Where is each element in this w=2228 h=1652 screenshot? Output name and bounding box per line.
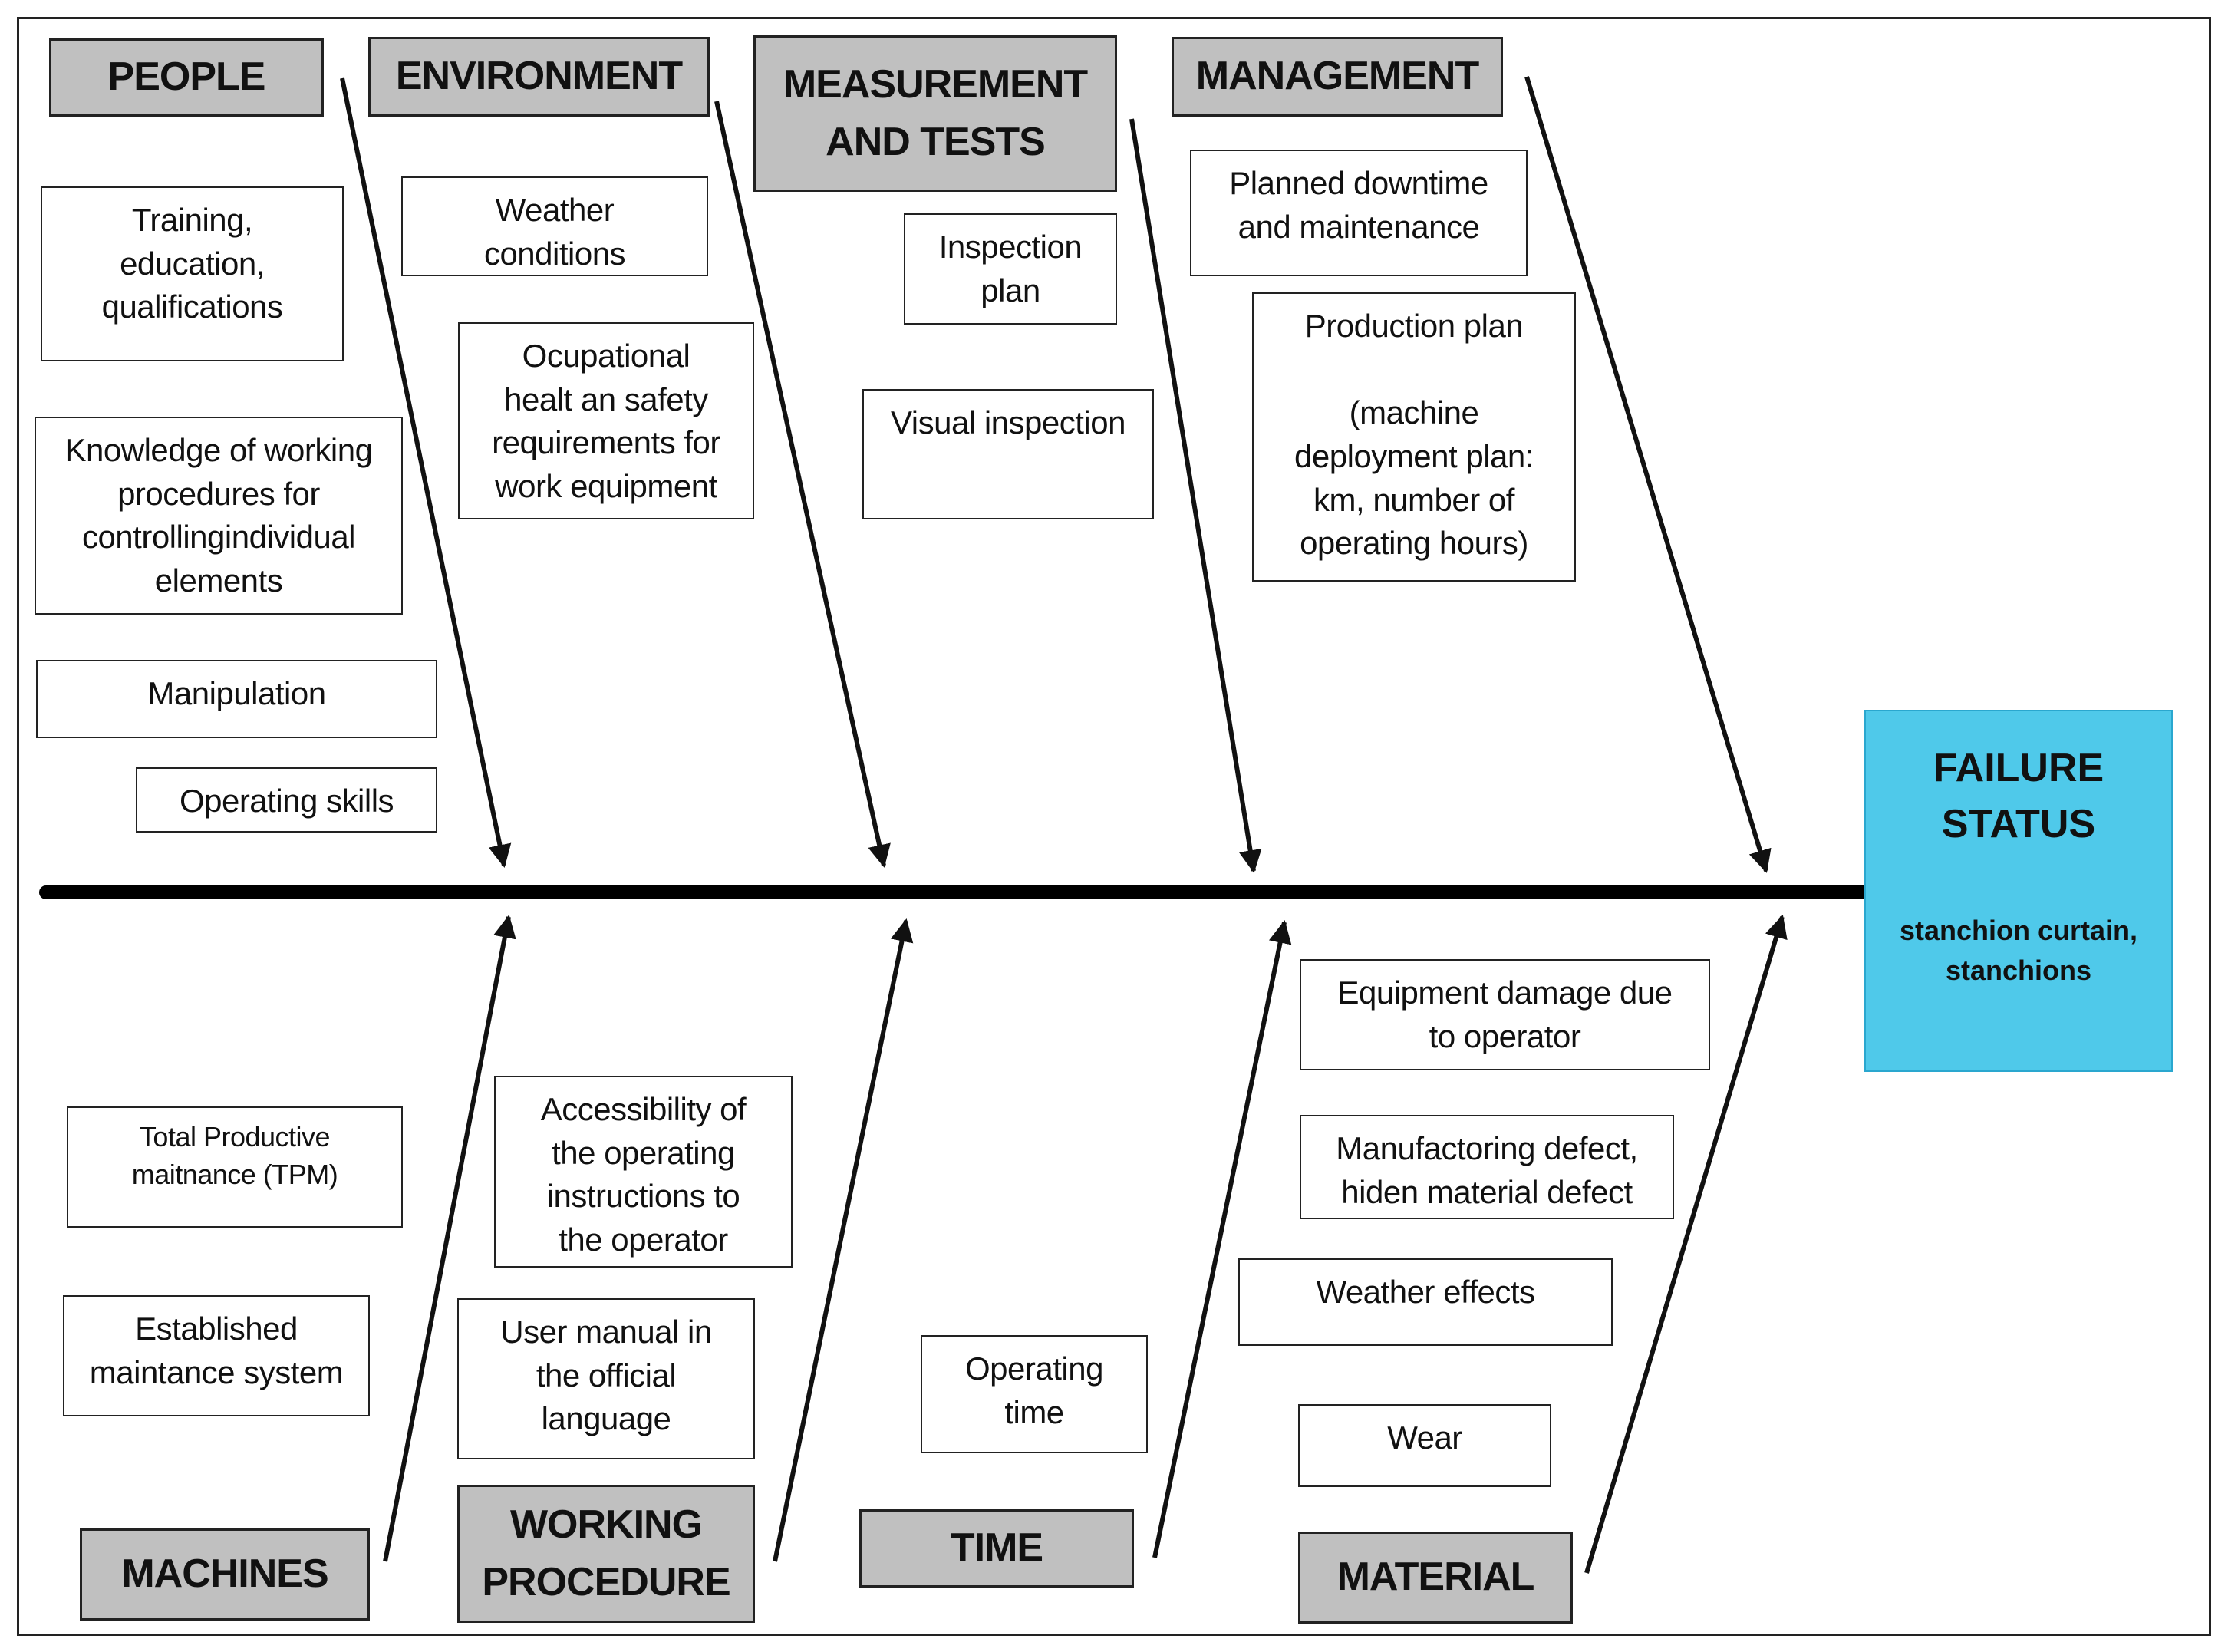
cause-production-plan: Production plan (machine deployment plan… <box>1252 292 1576 582</box>
arrow-measurement <box>1129 118 1262 873</box>
arrow-environment <box>714 101 891 868</box>
effect-title: FAILURE STATUS <box>1933 746 2104 846</box>
cause-tpm: Total Productive maitnance (TPM) <box>67 1106 403 1228</box>
arrow-material <box>1584 915 1788 1574</box>
arrow-management <box>1524 76 1772 873</box>
effect-box: FAILURE STATUS stanchion curtain, stanch… <box>1864 710 2173 1072</box>
cause-accessibility-instructions: Accessibility of the operating instructi… <box>494 1076 793 1268</box>
category-people: PEOPLE <box>49 38 324 117</box>
cause-operating-skills: Operating skills <box>136 767 437 833</box>
cause-weather-effects: Weather effects <box>1238 1258 1613 1346</box>
cause-maintenance-system: Established maintance system <box>63 1295 370 1416</box>
cause-knowledge-of-procedures: Knowledge of working procedures for cont… <box>35 417 403 615</box>
category-material: MATERIAL <box>1298 1532 1573 1624</box>
arrow-machines <box>383 915 516 1562</box>
diagram-frame <box>17 17 2211 1636</box>
cause-equipment-damage: Equipment damage due to operator <box>1300 959 1710 1070</box>
category-time: TIME <box>859 1509 1134 1588</box>
category-working-procedure: WORKING PROCEDURE <box>457 1485 755 1623</box>
cause-operating-time: Operating time <box>921 1335 1148 1453</box>
cause-user-manual: User manual in the official language <box>457 1298 755 1459</box>
cause-occupational-safety: Ocupational healt an safety requirements… <box>458 322 754 519</box>
cause-training: Training, education, qualifications <box>41 186 344 361</box>
arrow-people <box>340 77 512 868</box>
cause-visual-inspection: Visual inspection <box>862 389 1154 519</box>
category-management: MANAGEMENT <box>1172 37 1503 117</box>
arrow-time <box>1152 920 1292 1558</box>
cause-planned-downtime: Planned downtime and maintenance <box>1190 150 1528 276</box>
cause-manipulation: Manipulation <box>36 660 437 738</box>
cause-manufacturing-defect: Manufactoring defect, hiden material def… <box>1300 1115 1674 1219</box>
cause-wear: Wear <box>1298 1404 1551 1487</box>
category-machines: MACHINES <box>80 1528 370 1621</box>
cause-weather-conditions: Weather conditions <box>401 176 708 276</box>
cause-inspection-plan: Inspection plan <box>904 213 1117 325</box>
effect-subtitle: stanchion curtain, stanchions <box>1899 914 2138 986</box>
arrow-working-procedure <box>773 918 914 1562</box>
category-measurement-and-tests: MEASUREMENT AND TESTS <box>753 35 1117 192</box>
category-environment: ENVIRONMENT <box>368 37 710 117</box>
